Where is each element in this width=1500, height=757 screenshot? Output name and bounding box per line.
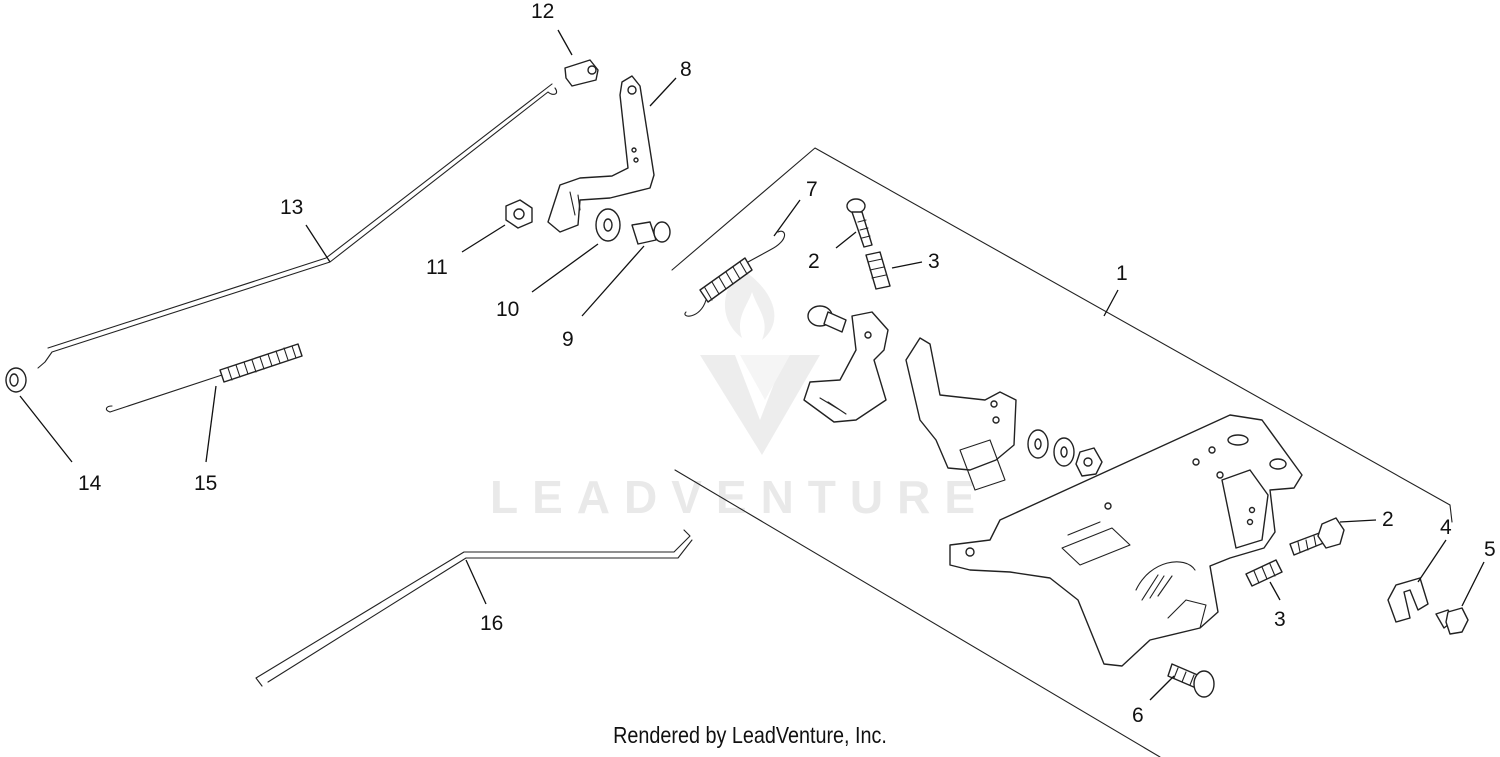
rendered-by-footer: Rendered by LeadVenture, Inc.: [613, 722, 887, 748]
callout-7: 7: [806, 178, 818, 201]
washer-stack: [1027, 429, 1103, 477]
spring-part-15: [105, 343, 303, 413]
assembly-boundary-lower: [674, 469, 1161, 757]
rod-part-13: [37, 83, 558, 369]
callout-2-right: 2: [1382, 508, 1394, 531]
callout-13: 13: [280, 196, 303, 219]
spring-part-3-right: [1245, 559, 1283, 587]
callout-4: 4: [1440, 516, 1452, 539]
throttle-plate: [905, 337, 1017, 491]
control-plate-part-1: [949, 414, 1303, 667]
nut-part-11: [505, 199, 533, 229]
callout-2-upper: 2: [808, 250, 820, 273]
assembly-boundary-right: [1449, 504, 1453, 523]
bracket-part-8: [547, 75, 655, 233]
clip-part-12: [564, 59, 599, 87]
callout-6: 6: [1132, 704, 1144, 727]
callout-5: 5: [1484, 538, 1496, 561]
callout-15: 15: [194, 472, 217, 495]
callout-8: 8: [680, 58, 692, 81]
rod-part-16: [255, 529, 693, 687]
spring-part-7: [684, 230, 786, 317]
callout-1: 1: [1116, 262, 1128, 285]
lever-bolt: [807, 305, 847, 333]
bolt-part-2-right: [1289, 517, 1345, 556]
callout-14: 14: [78, 472, 102, 495]
screw-part-6: [1167, 663, 1215, 698]
assembly-boundary: [671, 147, 1451, 506]
callout-3-upper: 3: [928, 250, 940, 273]
callout-12: 12: [531, 0, 554, 23]
callout-labels: 12 8 13 11 10 9 7 2 3 1 2 4 5 3 6 14 15 …: [78, 0, 1496, 727]
bolt-part-9: [631, 221, 671, 245]
callout-3-right: 3: [1274, 608, 1286, 631]
spring-part-3-upper: [865, 251, 891, 290]
washer-part-10: [595, 208, 621, 242]
screw-part-2-upper: [846, 198, 873, 248]
control-lever: [803, 311, 889, 423]
callout-10: 10: [496, 298, 519, 321]
watermark-text: LEADVENTURE: [490, 471, 989, 523]
leader-lines: [19, 29, 1485, 701]
callout-9: 9: [562, 328, 574, 351]
callout-16: 16: [480, 612, 503, 635]
watermark-logo: [700, 268, 820, 455]
screw-part-5: [1435, 607, 1469, 635]
callout-11: 11: [426, 256, 448, 279]
bushing-part-14: [5, 367, 27, 393]
clamp-part-4: [1387, 577, 1429, 623]
